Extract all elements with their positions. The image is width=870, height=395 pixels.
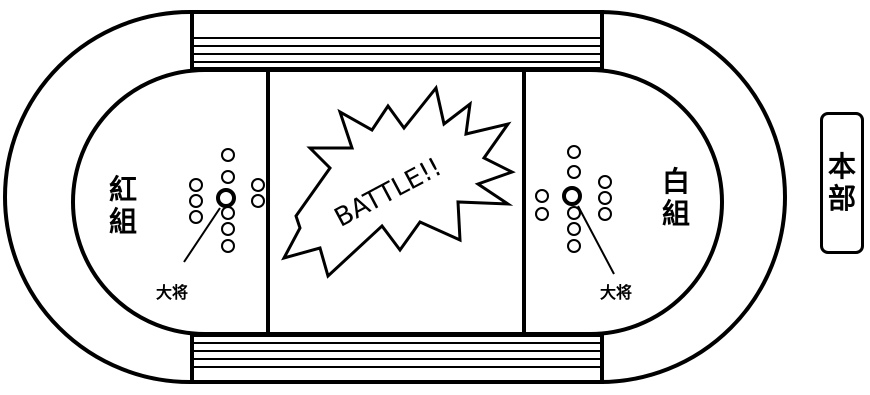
player-marker	[568, 223, 580, 235]
player-marker	[599, 176, 611, 188]
top-stands	[192, 12, 602, 69]
player-marker	[222, 240, 234, 252]
headquarters-box: 本部	[820, 112, 864, 254]
red-team-label: 紅組	[106, 174, 140, 238]
player-marker	[222, 207, 234, 219]
player-marker	[222, 149, 234, 161]
player-marker	[190, 211, 202, 223]
player-marker	[222, 223, 234, 235]
player-marker	[599, 192, 611, 204]
player-marker	[222, 171, 234, 183]
player-marker	[568, 240, 580, 252]
headquarters-label: 本部	[827, 151, 857, 215]
player-marker	[599, 208, 611, 220]
captain-marker	[218, 190, 234, 206]
player-marker	[568, 207, 580, 219]
player-marker	[536, 208, 548, 220]
player-marker	[568, 146, 580, 158]
bottom-stands	[192, 335, 602, 382]
player-marker	[252, 179, 264, 191]
player-marker	[252, 195, 264, 207]
player-marker	[536, 190, 548, 202]
player-marker	[190, 179, 202, 191]
white-captain-label: 大将	[600, 279, 632, 303]
player-marker	[568, 166, 580, 178]
white-team-label: 白組	[659, 166, 693, 230]
red-captain-label: 大将	[156, 279, 188, 303]
captain-marker	[564, 188, 580, 204]
player-marker	[190, 195, 202, 207]
